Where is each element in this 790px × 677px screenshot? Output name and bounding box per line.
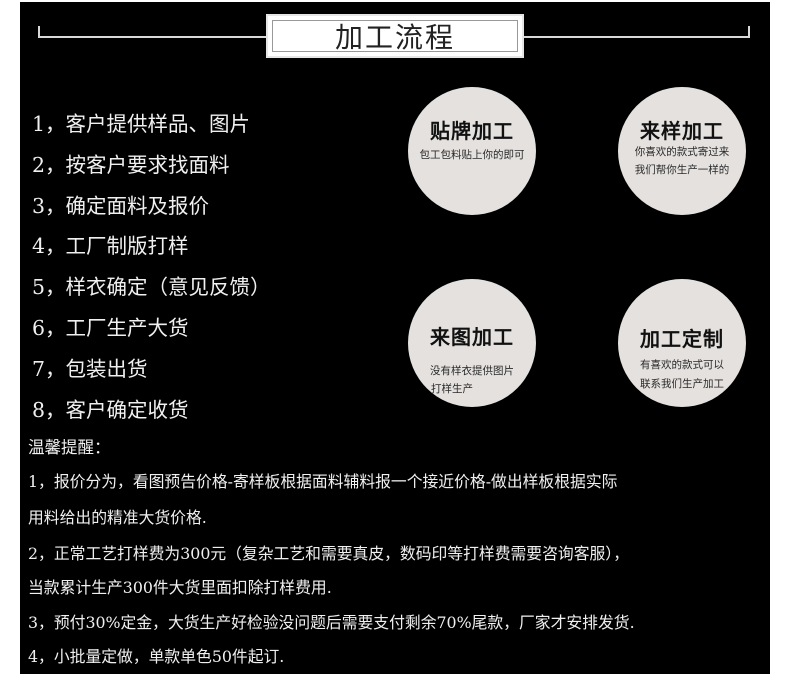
title-rule-left-tick — [38, 26, 40, 38]
service-description: 没有样衣提供图片 — [430, 365, 514, 377]
tip-line: 4，小批量定做，单款单色50件起订. — [28, 647, 285, 666]
title-rule-left — [38, 36, 278, 38]
title-box: 加工流程 — [266, 14, 524, 58]
service-circle-custom: 加工定制 有喜欢的款式可以 联系我们生产加工 — [618, 279, 746, 407]
process-step: 7，包装出货 — [32, 356, 148, 381]
process-steps-list: 1，客户提供样品、图片 2，按客户要求找面料 3，确定面料及报价 4，工厂制版打… — [32, 104, 271, 430]
service-heading: 贴牌加工 — [430, 119, 514, 143]
service-description: 我们帮你生产一样的 — [634, 164, 730, 176]
process-step: 5，样衣确定（意见反馈） — [32, 275, 271, 300]
service-description: 有喜欢的款式可以 — [640, 359, 724, 371]
process-step: 4，工厂制版打样 — [32, 234, 189, 259]
service-description: 打样生产 — [431, 383, 473, 395]
service-circle-image: 来图加工 没有样衣提供图片 打样生产 — [408, 279, 536, 407]
tip-line: 3，预付30%定金，大货生产好检验没问题后需要支付剩余70%尾款，厂家才安排发货… — [28, 613, 635, 632]
service-heading: 来样加工 — [640, 119, 724, 143]
service-description: 联系我们生产加工 — [640, 378, 724, 390]
service-heading: 来图加工 — [430, 325, 514, 349]
process-step: 8，客户确定收货 — [32, 397, 189, 422]
process-step: 2，按客户要求找面料 — [32, 152, 230, 177]
process-panel: 加工流程 1，客户提供样品、图片 2，按客户要求找面料 3，确定面料及报价 4，… — [20, 2, 770, 674]
service-circle-oem: 贴牌加工 包工包料贴上你的即可 — [408, 87, 536, 215]
title-rule-right-tick — [748, 26, 750, 38]
title-rule-right — [512, 36, 750, 38]
process-step: 1，客户提供样品、图片 — [32, 112, 251, 136]
tip-line: 2，正常工艺打样费为300元（复杂工艺和需要真皮，数码印等打样费需要咨询客服）， — [28, 544, 629, 563]
title-box-inner-border — [272, 20, 518, 52]
tip-line: 1，报价分为，看图预告价格-寄样板根据面料辅料报一个接近价格-做出样板根据实际 — [28, 472, 618, 491]
process-step: 3，确定面料及报价 — [32, 193, 210, 218]
page-title: 加工流程 — [334, 21, 455, 54]
tips-heading: 温馨提醒： — [28, 438, 111, 457]
tip-line: 当款累计生产300件大货里面扣除打样费用. — [28, 578, 332, 597]
service-heading: 加工定制 — [640, 327, 724, 351]
service-circle-sample: 来样加工 你喜欢的款式寄过来 我们帮你生产一样的 — [618, 87, 746, 215]
tip-line: 用料给出的精准大货价格. — [28, 508, 207, 527]
service-description: 包工包料贴上你的即可 — [419, 149, 525, 161]
process-step: 6，工厂生产大货 — [32, 315, 189, 340]
service-description: 你喜欢的款式寄过来 — [634, 146, 730, 158]
